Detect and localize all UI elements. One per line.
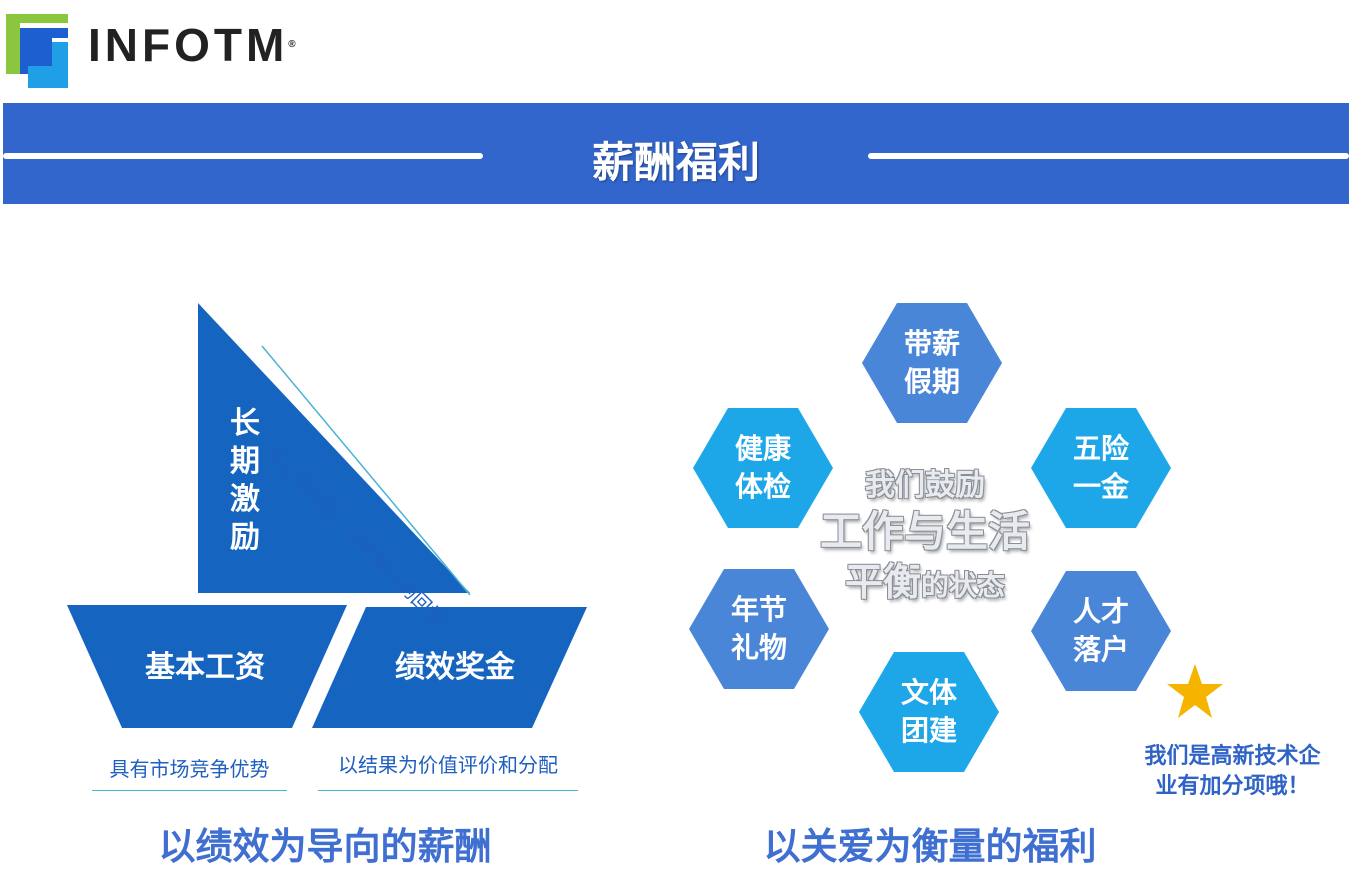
base-salary-note: 具有市场竞争优势 <box>92 756 287 791</box>
bonus-trapezoid <box>312 607 587 728</box>
page-title: 薪酬福利 <box>591 138 760 187</box>
title-banner: 薪酬福利 <box>3 103 1349 204</box>
balance-text-line1: 我们鼓励 <box>865 468 985 503</box>
long-incentive-label: 长期激励 <box>230 406 260 555</box>
banner-line-left <box>3 153 483 159</box>
bonus-note: 以结果为价值评价和分配 <box>318 752 578 791</box>
bonus-label: 绩效奖金 <box>395 650 515 685</box>
banner-line-right <box>868 153 1349 159</box>
base-salary-label: 基本工资 <box>145 650 265 685</box>
infotm-logo-text: INFOTM® <box>88 19 296 71</box>
compensation-diagram <box>67 303 587 728</box>
infotm-logo-mark-icon <box>6 14 68 88</box>
hexagon-paid-leave: 带薪假期 <box>862 303 1002 423</box>
star-icon <box>1167 664 1223 718</box>
triangle-hypotenuse-line <box>261 345 471 596</box>
hexagon-holiday-gifts: 年节礼物 <box>689 569 829 689</box>
long-incentive-triangle <box>198 303 470 593</box>
hightech-note: 我们是高新技术企 业有加分项哦！ <box>1144 744 1321 799</box>
hexagon-insurance: 五险一金 <box>1031 408 1171 528</box>
compensation-caption: 以绩效为导向的薪酬 <box>158 825 492 868</box>
balance-text-line2: 工作与生活 <box>819 507 1030 556</box>
hexagon-team-building: 文体团建 <box>859 652 999 772</box>
balance-text-line3: 平衡的状态 <box>844 560 1006 604</box>
benefits-caption: 以关爱为衡量的福利 <box>763 825 1097 868</box>
base-salary-trapezoid <box>67 605 347 728</box>
hexagon-talent-settlement: 人才落户 <box>1031 571 1171 691</box>
